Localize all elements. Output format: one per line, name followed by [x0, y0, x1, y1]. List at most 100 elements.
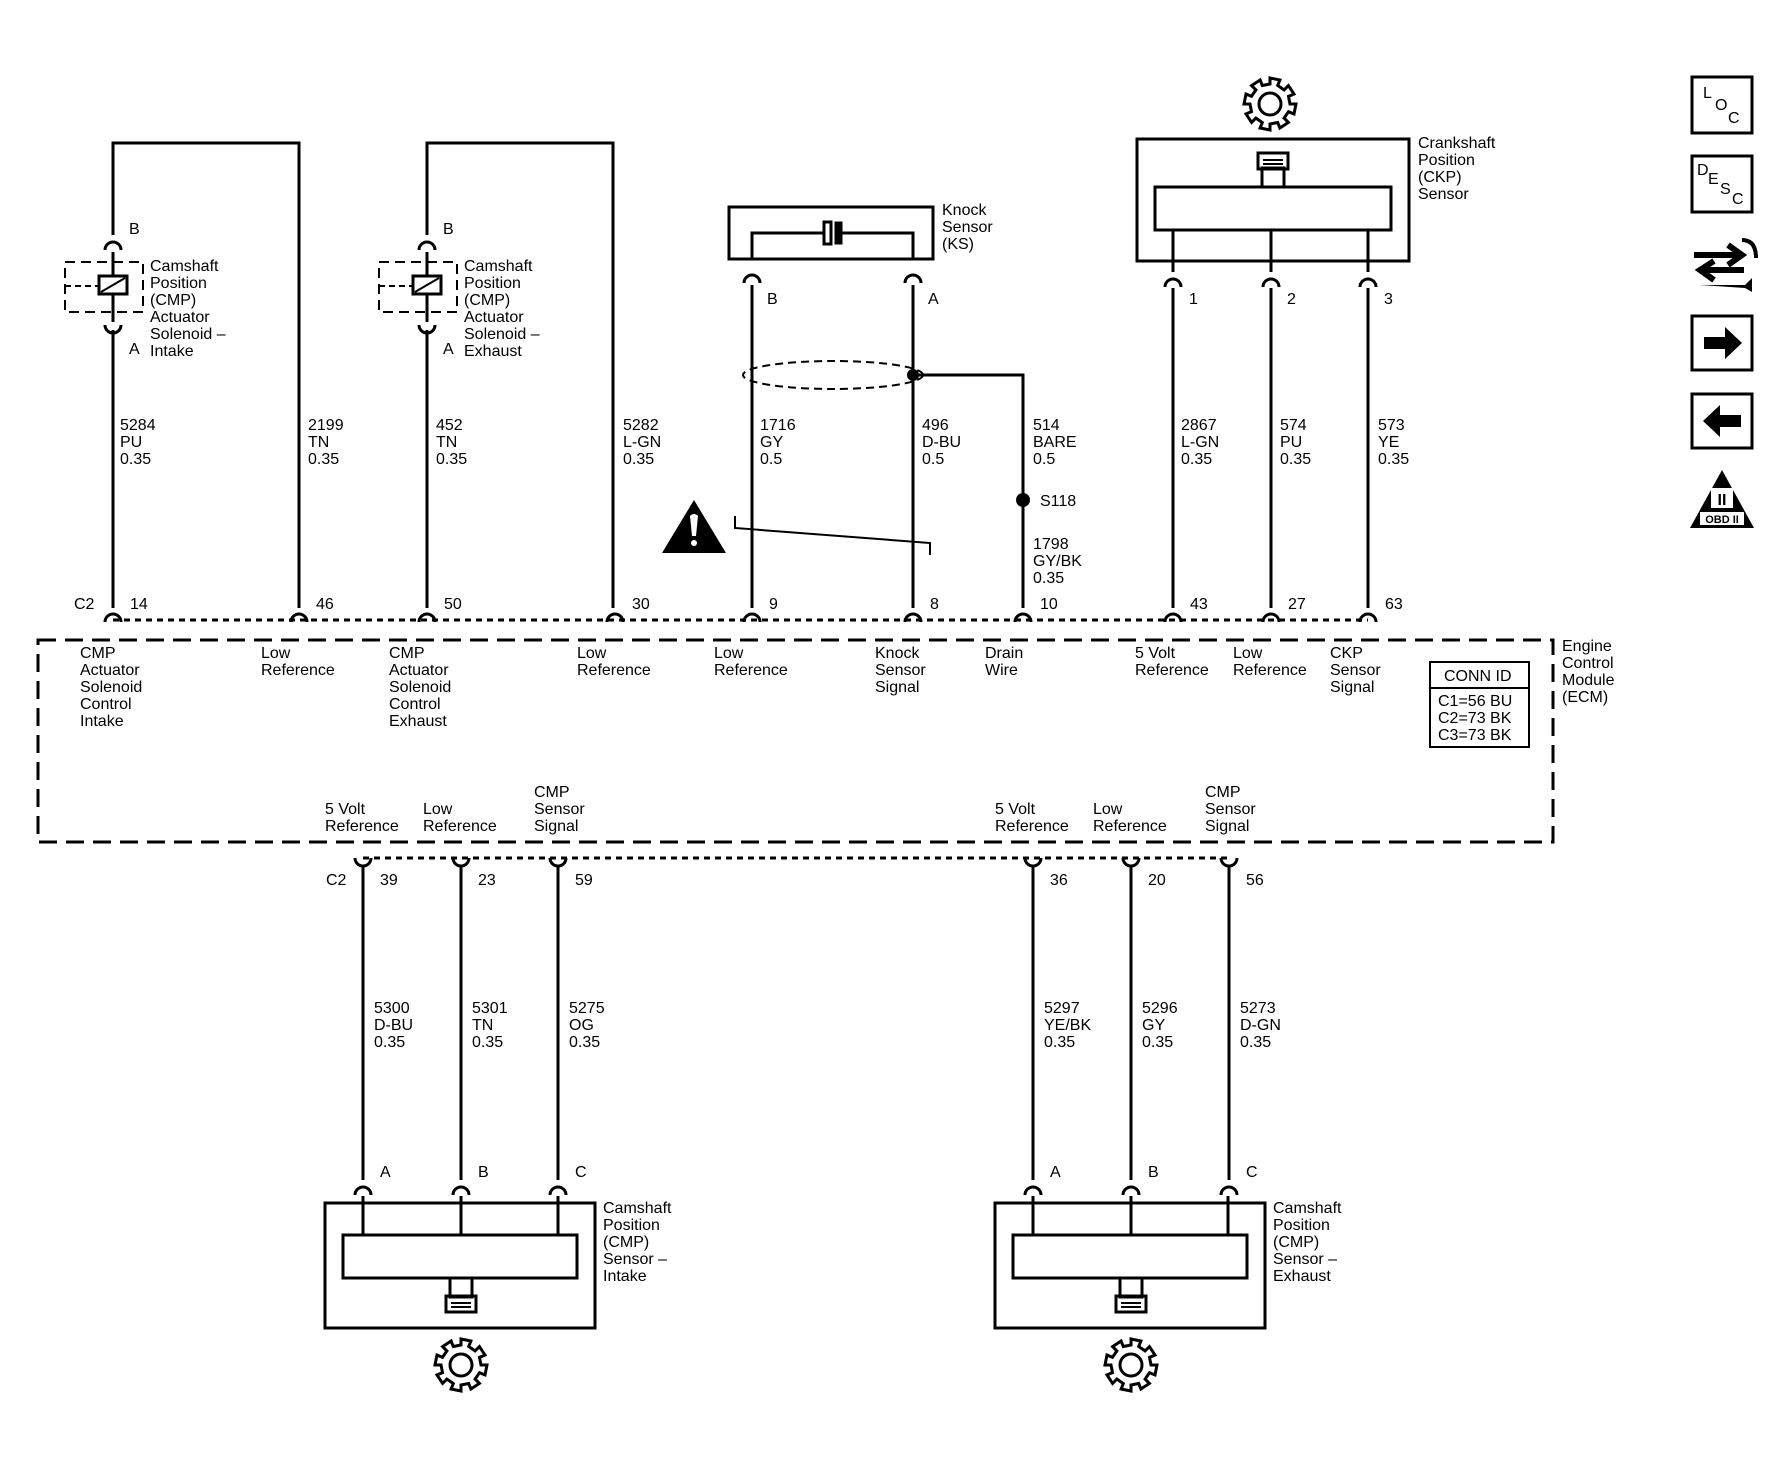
pin-number: 8	[930, 596, 939, 613]
pin-letter: B	[1148, 1164, 1159, 1181]
sensor-terminal	[1121, 1185, 1141, 1196]
component-label: Actuator	[464, 309, 524, 326]
component-label: Sensor	[942, 219, 993, 236]
conn-id-title: CONN ID	[1444, 668, 1512, 685]
wire-color: PU	[1280, 434, 1302, 451]
arrow-right-icon[interactable]	[1690, 314, 1754, 372]
pin-letter: A	[443, 341, 454, 358]
wrench-swap-icon[interactable]	[1694, 238, 1758, 292]
wire-circuit-number: 514	[1033, 417, 1060, 434]
circuit-function-label: Intake	[80, 713, 124, 730]
wire-color: PU	[120, 434, 142, 451]
component-label: Actuator	[150, 309, 210, 326]
wire-circuit-number: 5273	[1240, 1000, 1276, 1017]
wire-circuit-number: 5300	[374, 1000, 410, 1017]
component-label: Sensor –	[603, 1251, 667, 1268]
pin-number: 46	[316, 596, 334, 613]
pin-number: 2	[1287, 291, 1296, 308]
wire-color: GY	[760, 434, 783, 451]
sensor-terminal	[548, 1185, 568, 1196]
ecm-pin-terminal	[548, 857, 568, 868]
component-label: Exhaust	[464, 343, 522, 360]
circuit-function-label: Sensor	[1330, 662, 1381, 679]
terminal-b	[417, 240, 437, 251]
sensor-element-icon	[444, 1294, 478, 1314]
loc-letter: O	[1715, 97, 1727, 114]
pin-letter: A	[928, 291, 939, 308]
ecm-pin-terminal	[1013, 612, 1033, 623]
desc-letter: S	[1720, 181, 1731, 198]
obd-numeral: II	[1718, 492, 1727, 509]
component-label: Sensor	[1418, 186, 1469, 203]
pin-number: 10	[1040, 596, 1058, 613]
desc-letter: D	[1697, 162, 1709, 179]
terminal-a	[103, 324, 123, 335]
component-label: (KS)	[942, 236, 974, 253]
circuit-function-label: Reference	[1093, 818, 1167, 835]
circuit-function-label: Actuator	[80, 662, 140, 679]
pin-letter: A	[129, 341, 140, 358]
component-label: Position	[1418, 152, 1475, 169]
circuit-function-label: Signal	[1330, 679, 1374, 696]
sensor-terminal	[1023, 1185, 1043, 1196]
wire-color: BARE	[1033, 434, 1077, 451]
circuit-function-label: Low	[261, 645, 291, 662]
component-label: Solenoid –	[150, 326, 226, 343]
terminal	[1261, 277, 1281, 288]
wire-gauge: 0.5	[760, 451, 782, 468]
wire-gauge: 0.35	[374, 1034, 405, 1051]
wire-color: YE	[1378, 434, 1399, 451]
pin-number: 30	[632, 596, 650, 613]
ecm-pin-terminal	[742, 612, 762, 623]
wire-gauge: 0.35	[1142, 1034, 1173, 1051]
circuit-function-label: Low	[1233, 645, 1263, 662]
component-label: Sensor –	[1273, 1251, 1337, 1268]
wire-gauge: 0.35	[1181, 451, 1212, 468]
arrow-left-icon[interactable]	[1690, 392, 1754, 450]
circuit-function-label: Wire	[985, 662, 1018, 679]
wire-gauge: 0.35	[308, 451, 339, 468]
wire-color: L-GN	[1181, 434, 1219, 451]
wire-gauge: 0.35	[120, 451, 151, 468]
pin-number: 14	[130, 596, 148, 613]
ecm-pin-terminal	[1163, 612, 1183, 623]
terminal-b	[742, 273, 762, 284]
circuit-function-label: Reference	[1233, 662, 1307, 679]
sensor-terminal	[353, 1185, 373, 1196]
ecm-pin-terminal	[903, 612, 923, 623]
desc-letter: E	[1708, 171, 1719, 188]
circuit-function-label: Low	[714, 645, 744, 662]
loc-letter: L	[1703, 85, 1712, 102]
desc-letter: C	[1732, 191, 1744, 208]
pin-number: 63	[1385, 596, 1403, 613]
pin-number: 36	[1050, 872, 1068, 889]
terminal	[1163, 277, 1183, 288]
circuit-function-label: Reference	[714, 662, 788, 679]
circuit-function-label: Reference	[1135, 662, 1209, 679]
warning-icon[interactable]	[662, 500, 726, 553]
circuit-function-label: Signal	[534, 818, 578, 835]
pin-letter: A	[1050, 1164, 1061, 1181]
loc-button[interactable]: LOC	[1690, 75, 1754, 135]
circuit-function-label: Signal	[1205, 818, 1249, 835]
component-label: Intake	[603, 1268, 647, 1285]
component-label: Camshaft	[150, 258, 219, 275]
wire-gauge: 0.35	[623, 451, 654, 468]
ecm-box	[36, 638, 1555, 844]
gear-icon	[1242, 76, 1298, 132]
wire-gauge: 0.35	[569, 1034, 600, 1051]
wire-circuit-number: 452	[436, 417, 463, 434]
sensor-element-icon	[1256, 151, 1290, 171]
component-label: Knock	[942, 202, 987, 219]
wire-gauge: 0.35	[1240, 1034, 1271, 1051]
ecm-pin-terminal	[103, 612, 123, 623]
circuit-function-label: Reference	[577, 662, 651, 679]
wire-gauge: 0.35	[1033, 570, 1064, 587]
pin-letter: B	[478, 1164, 489, 1181]
ecm-pin-terminal	[1121, 857, 1141, 868]
